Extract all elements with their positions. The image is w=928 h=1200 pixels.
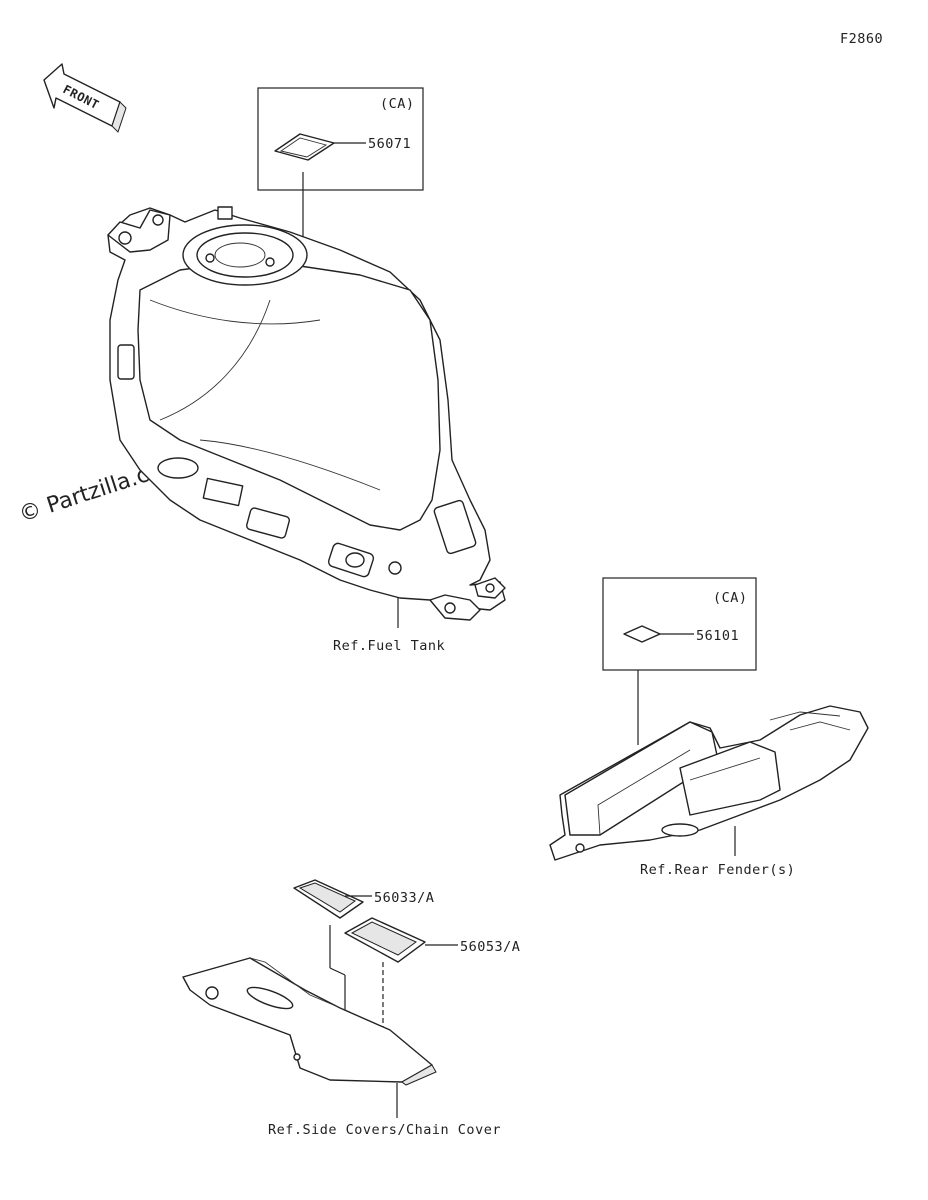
- label-decal-icon: [623, 625, 661, 643]
- callout-region: (CA): [380, 96, 415, 112]
- ref-rear-fender: Ref.Rear Fender(s): [640, 862, 795, 878]
- front-arrow-icon: FRONT: [43, 63, 127, 133]
- callout-box-56101: (CA) 56101: [602, 577, 757, 745]
- part-number[interactable]: 56033/A: [374, 890, 434, 906]
- chain-cover-labels: 56033/A 56053/A: [293, 879, 520, 1048]
- part-number[interactable]: 56101: [696, 628, 739, 644]
- chain-cover-illustration: [182, 957, 437, 1118]
- rear-fender-illustration: [549, 705, 869, 861]
- part-number[interactable]: 56071: [368, 136, 411, 152]
- ref-fuel-tank: Ref.Fuel Tank: [333, 638, 445, 654]
- part-number[interactable]: 56053/A: [460, 939, 520, 955]
- callout-box-56071: (CA) ) 56071: [257, 87, 424, 268]
- ref-side-covers-chain-cover: Ref.Side Covers/Chain Cover: [268, 1122, 501, 1138]
- callout-region: (CA): [713, 590, 748, 606]
- figure-id: F2860: [840, 31, 883, 47]
- fuel-tank-illustration: [107, 206, 506, 628]
